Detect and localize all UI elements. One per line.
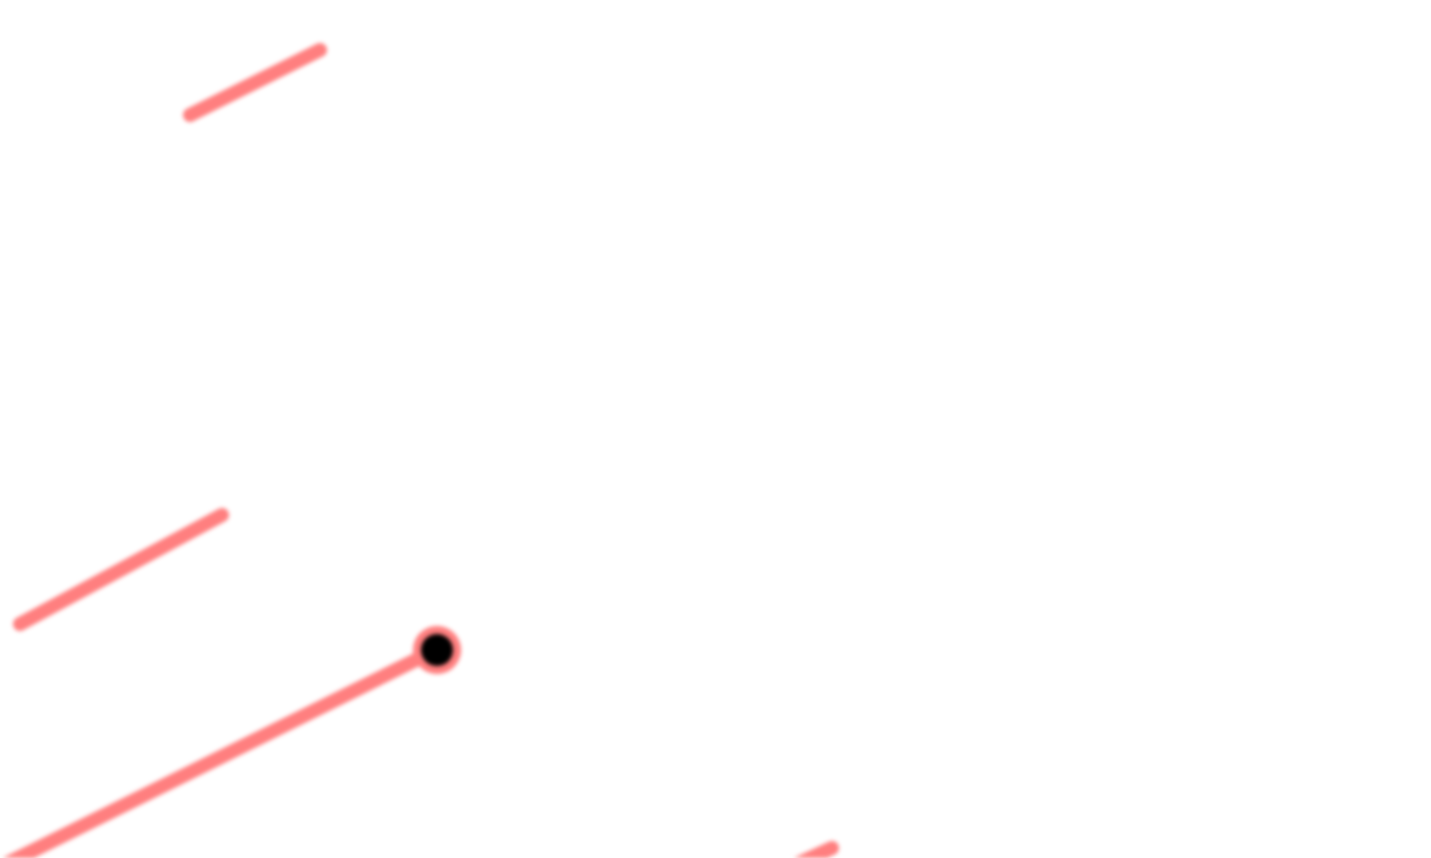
endpoint-marker-core [421,634,453,666]
segment-with-endpoint [2,643,443,858]
segment-bottom-edge [793,841,839,858]
segment-middle-left [13,508,229,631]
segment-top [183,43,327,122]
